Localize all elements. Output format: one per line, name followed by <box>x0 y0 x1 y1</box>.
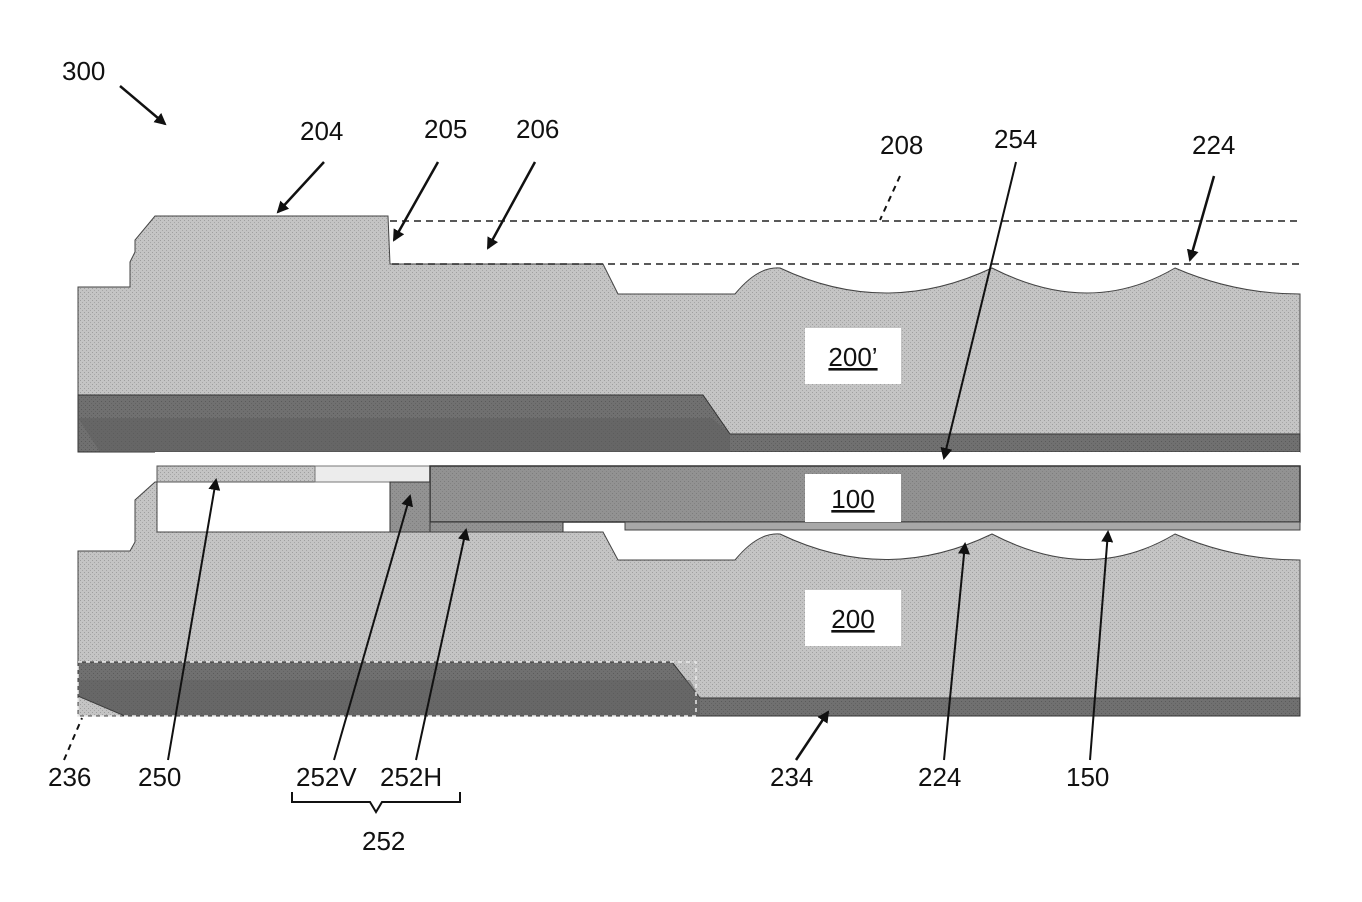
layer-150 <box>625 522 1300 530</box>
pad-252V <box>390 482 430 532</box>
leader-208 <box>880 176 900 220</box>
ref-208: 208 <box>880 130 923 160</box>
leader-206 <box>488 162 535 248</box>
region-label-200: 200 <box>831 604 874 634</box>
leader-234 <box>796 712 828 760</box>
bracket-252 <box>292 792 460 812</box>
ref-254: 254 <box>994 124 1037 154</box>
region-label-200p: 200’ <box>828 342 877 372</box>
figure-number: 300 <box>62 56 105 86</box>
region-label-100: 100 <box>831 484 874 514</box>
ref-252V: 252V <box>296 762 357 792</box>
leader-224-top <box>1190 176 1214 260</box>
leader-204 <box>278 162 324 212</box>
top-dark-layer-inner <box>78 418 730 452</box>
ref-224-top: 224 <box>1192 130 1235 160</box>
ref-150: 150 <box>1066 762 1109 792</box>
ref-224-bottom: 224 <box>918 762 961 792</box>
leader-205 <box>394 162 438 240</box>
ref-234: 234 <box>770 762 813 792</box>
ref-252H: 252H <box>380 762 442 792</box>
leader-236 <box>64 718 82 760</box>
ref-252: 252 <box>362 826 405 856</box>
pad-gap <box>315 466 430 482</box>
pad-252H <box>430 522 563 532</box>
bottom-dark-layer-inner <box>78 680 700 716</box>
ref-236: 236 <box>48 762 91 792</box>
ref-205: 205 <box>424 114 467 144</box>
pad-250 <box>157 466 315 482</box>
ref-204: 204 <box>300 116 343 146</box>
ref-250: 250 <box>138 762 181 792</box>
ref-206: 206 <box>516 114 559 144</box>
leader-300 <box>120 86 165 124</box>
